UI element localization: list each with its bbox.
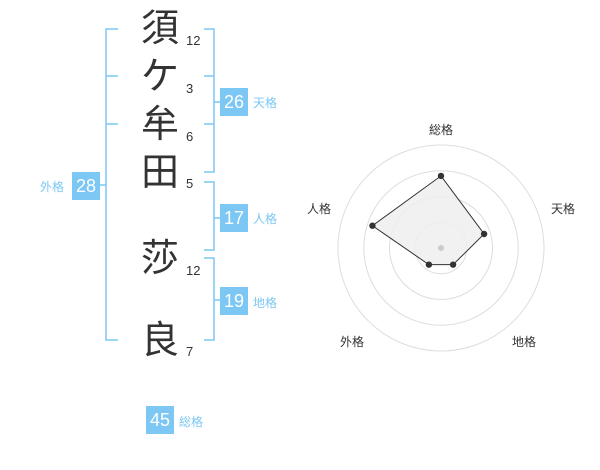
stroke-count-3: 6 (186, 129, 194, 144)
stroke-count-2: 3 (186, 81, 194, 96)
radar-point-3 (449, 261, 457, 268)
radar-polygon (371, 175, 485, 266)
jinkaku-value: 17 (220, 204, 248, 232)
radar-point-1 (437, 172, 445, 180)
soukaku-value: 45 (146, 406, 174, 434)
stroke-count-6: 7 (186, 344, 194, 359)
name-char-3: 牟 (140, 102, 179, 146)
gaikaku-value: 28 (72, 172, 100, 200)
name-char-4: 田 (140, 150, 179, 194)
chikaku-bracket (204, 257, 215, 341)
name-char-2: ケ (140, 54, 179, 98)
radar-point-5 (369, 222, 376, 229)
radar-center-dot (438, 245, 444, 251)
tenkaku-value: 26 (220, 88, 248, 116)
radar-point-2 (480, 230, 488, 238)
jinkaku-label: 人格 (253, 212, 278, 226)
gaikaku-label: 外格 (40, 180, 65, 194)
radar-point-4 (425, 261, 433, 268)
name-char-1: 須 (140, 6, 179, 50)
radar-axis-label-chikaku: 地格 (511, 335, 536, 349)
radar-axis-label-soukaku: 総格 (428, 123, 453, 137)
name-char-6: 良 (140, 318, 179, 362)
tenkaku-bracket (204, 28, 215, 173)
name-char-5: 莎 (140, 236, 179, 280)
radar-axis-label-tenkaku: 天格 (550, 202, 575, 216)
tenkaku-label: 天格 (253, 96, 278, 110)
stroke-count-5: 12 (186, 263, 201, 278)
radar-grid-ring (363, 170, 519, 326)
stroke-count-4: 5 (186, 176, 194, 191)
jinkaku-bracket (204, 181, 215, 251)
soukaku-label: 総格 (179, 415, 204, 429)
radar-grid-ring (337, 144, 545, 352)
chikaku-label: 地格 (253, 296, 278, 310)
chikaku-value: 19 (220, 287, 248, 315)
radar-axis-label-gaikaku: 外格 (339, 335, 364, 349)
stroke-count-1: 12 (186, 33, 201, 48)
radar-axis-label-jinkaku: 人格 (306, 202, 331, 216)
